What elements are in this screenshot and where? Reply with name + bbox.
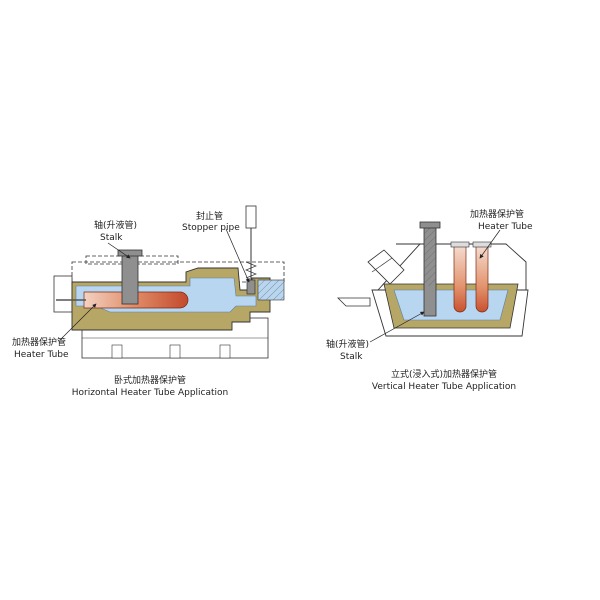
leader-stalk-left (107, 242, 131, 259)
label-stalk-en-left: Stalk (100, 233, 123, 243)
label-stalk-zh-right: 轴(升液管) (326, 338, 369, 350)
vertical-stalk-hatch (424, 226, 436, 286)
leader-stopper (225, 228, 250, 283)
vertical-furnace-diagram (337, 221, 529, 337)
stopper-hatch (258, 280, 284, 300)
base-foot-mid (169, 344, 181, 359)
label-stopper-en: Stopper pipe (182, 223, 240, 233)
base-foot-right (219, 344, 231, 359)
leader-heater-right (479, 229, 501, 259)
label-heater-zh-left: 加热器保护管 (12, 336, 66, 348)
label-heater-zh-right: 加热器保护管 (470, 208, 524, 220)
side-cover (367, 249, 405, 285)
vertical-heater-tube-2 (475, 245, 489, 313)
vertical-heater-tube-1 (453, 245, 467, 313)
label-stalk-en-right: Stalk (340, 352, 363, 362)
horizontal-stalk (121, 253, 139, 305)
stopper-actuator-box (245, 205, 257, 229)
caption-vertical-en: Vertical Heater Tube Application (372, 382, 516, 392)
crucible-molten-metal (393, 289, 509, 321)
heater-tube-2-flange (472, 241, 492, 248)
stalk-cap (117, 249, 143, 257)
stopper-pipe (246, 279, 256, 295)
caption-horizontal-en: Horizontal Heater Tube Application (72, 388, 229, 398)
furnace-hood (377, 243, 527, 291)
horizontal-furnace-diagram (53, 205, 285, 359)
caption-vertical-zh: 立式(浸入式)加热器保护管 (391, 368, 497, 380)
leader-heater-left (59, 303, 97, 341)
stopper-chain (245, 261, 257, 279)
base-foot-left (111, 344, 123, 359)
label-stopper-zh: 封止管 (196, 210, 223, 222)
label-heater-en-left: Heater Tube (14, 350, 69, 360)
left-flange-box (53, 275, 73, 313)
vertical-stalk-cap (419, 221, 441, 229)
heater-tube-1-flange (450, 241, 470, 248)
caption-horizontal-zh: 卧式加热器保护管 (114, 374, 186, 386)
label-heater-en-right: Heater Tube (478, 222, 533, 232)
label-stalk-zh-left: 轴(升液管) (94, 219, 137, 231)
leader-stalk-right (369, 311, 425, 343)
pouring-spout (337, 297, 371, 307)
side-cover-bolt (371, 257, 393, 273)
